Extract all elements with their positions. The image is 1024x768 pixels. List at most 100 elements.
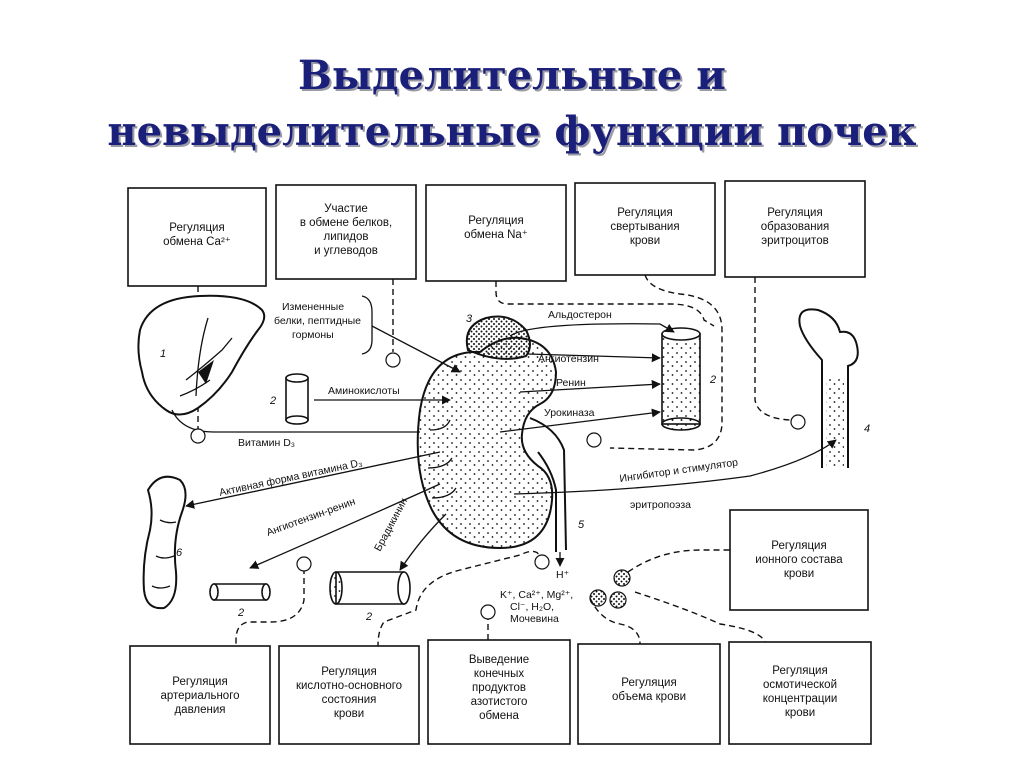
box-text: Регуляция [621, 677, 676, 689]
angiotensin-arrow [527, 353, 661, 363]
top-box-coagulation: Регуляция свертывания крови [574, 182, 716, 276]
label-amino-acids: Аминокислоты [328, 385, 400, 397]
title-line-2: невыделительные функции почек [107, 108, 917, 155]
liver-illustration: 1 [137, 294, 266, 416]
box-text: концентрации [763, 693, 838, 705]
vessel-lower-left: 2 [209, 583, 271, 619]
label-proteins-1: Измененные [282, 301, 344, 313]
box-text: продуктов [472, 682, 526, 694]
number-label: 2 [269, 395, 276, 407]
label-proteins-2: белки, пептидные [274, 315, 361, 327]
active-vitd-arrow [185, 451, 441, 509]
number-label: 2 [709, 374, 716, 386]
transport-dot [790, 414, 806, 430]
bottom-box-excretion: Выведение конечных продуктов азотистого … [427, 639, 571, 745]
transport-dot [480, 604, 496, 620]
number-label: 6 [176, 547, 183, 559]
box-text: осмотической [763, 679, 837, 691]
bottom-box-acid-base: Регуляция кислотно-основного состояния к… [278, 645, 420, 745]
label-inhibitor: Ингибитор и стимулятор [619, 456, 739, 485]
number-label: 2 [237, 607, 244, 619]
transport-dot [534, 554, 550, 570]
urokinase-arrow [499, 408, 661, 433]
box-text: Регуляция [617, 207, 672, 219]
number-label: 4 [864, 423, 870, 435]
label-aldosterone: Альдостерон [548, 309, 612, 321]
transport-dot [190, 428, 206, 444]
bottom-box-osmotic: Регуляция осмотической концентрации кров… [728, 641, 872, 745]
transport-dot [385, 352, 401, 368]
box-text: состояния [322, 694, 377, 706]
box-text: Регуляция [771, 540, 826, 552]
label-ions-2: Cl⁻, H₂O, [510, 601, 554, 613]
label-angiotensin-renin: Ангиотензин-ренин [265, 495, 357, 538]
top-box-metabolism: Участие в обмене белков, липидов и углев… [275, 184, 417, 280]
number-label: 3 [466, 313, 473, 325]
box-text: обмена Са²⁺ [163, 236, 231, 248]
box-text: кислотно-основного [296, 680, 402, 692]
box-text: ионного состава [755, 554, 843, 566]
erythropoiesis-arrow [513, 439, 837, 495]
box-text: давления [174, 704, 225, 716]
box-text: Выведение [469, 654, 529, 666]
box-text: крови [785, 707, 815, 719]
box-text: липидов [323, 231, 368, 243]
box-text: обмена [479, 710, 519, 722]
liver-to-kidney-line [171, 409, 420, 433]
vessel-cylinder: 2 [269, 373, 309, 425]
vessel-lower-right: 2 [329, 571, 411, 623]
box-text: обмена Na⁺ [464, 229, 528, 241]
label-renin: Ренин [556, 377, 586, 389]
label-erythropoiesis: эритропоэза [630, 499, 691, 511]
box-text: азотистого [471, 696, 528, 708]
label-urokinase: Урокиназа [544, 407, 595, 419]
bracket [361, 295, 373, 355]
box-text: Регуляция [169, 222, 224, 234]
box-text: артериального [160, 690, 239, 702]
box-text: Регуляция [172, 676, 227, 688]
bradykinin-arrow [399, 513, 447, 571]
label-active-vitamin-d3: Активная форма витамина D₃ [218, 457, 363, 499]
title-line-1: Выделительные и [298, 52, 726, 99]
box-text: Регуляция [772, 665, 827, 677]
angio-renin-arrow [249, 483, 441, 569]
number-label: 1 [160, 348, 166, 360]
box-text: крови [784, 568, 814, 580]
box-text: в обмене белков, [300, 217, 392, 229]
label-vitamin-d3: Витамин D₃ [238, 437, 295, 449]
bone-illustration: 4 [798, 308, 870, 468]
label-h-ion: H⁺ [556, 569, 570, 581]
box-text: и углеводов [314, 245, 378, 257]
box-text: Регуляция [321, 666, 376, 678]
vessel-cylinder-right: 2 [661, 327, 716, 431]
transport-dot [296, 556, 312, 572]
box-text: объема крови [612, 691, 686, 703]
box-text: свертывания [610, 221, 679, 233]
number-label: 2 [365, 611, 372, 623]
intestine-illustration: 6 [142, 475, 187, 610]
label-urea: Мочевина [510, 613, 559, 625]
box-text: конечных [474, 668, 525, 680]
bottom-box-volume: Регуляция объема крови [577, 643, 721, 745]
box-text: крови [334, 708, 364, 720]
box-text: Участие [324, 203, 368, 215]
aldosterone-arrow [509, 323, 675, 337]
top-box-sodium: Регуляция обмена Na⁺ [425, 184, 567, 282]
box-text: образования [761, 221, 830, 233]
box-text: эритроцитов [761, 235, 828, 247]
top-box-erythrocytes: Регуляция образования эритроцитов [724, 180, 866, 278]
box-text: Регуляция [468, 215, 523, 227]
slide-title: Выделительные и невыделительные функции … [0, 48, 1024, 160]
top-box-calcium: Регуляция обмена Са²⁺ [127, 187, 267, 287]
right-box-ionic: Регуляция ионного состава крови [729, 509, 869, 611]
ion-dot-cluster [589, 569, 631, 609]
dashed-connectors [197, 274, 791, 647]
box-text: Регуляция [767, 207, 822, 219]
number-label: 5 [578, 519, 585, 531]
kidney-illustration: 3 5 H⁺ [416, 313, 585, 581]
box-text: крови [630, 235, 660, 247]
label-proteins-3: гормоны [292, 329, 334, 341]
transport-dot [586, 432, 602, 448]
